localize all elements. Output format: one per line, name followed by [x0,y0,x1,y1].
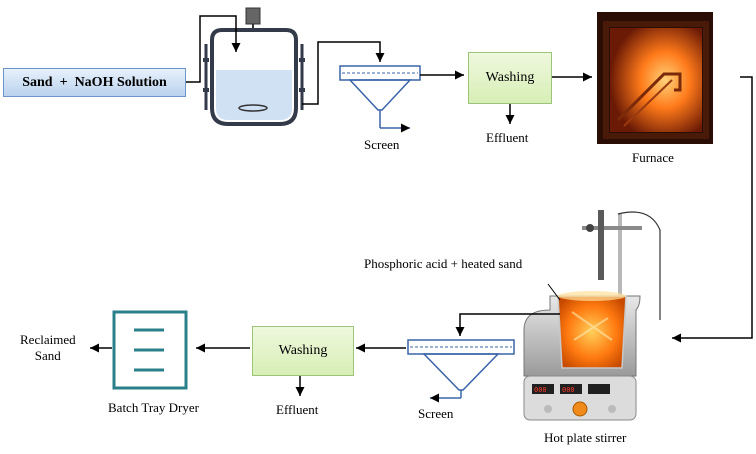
washing-top-label: Washing [485,70,535,85]
screen-top-icon [339,65,421,133]
hotplate-to-screen-arrow [455,313,560,336]
screen-top-label: Screen [364,137,400,152]
feed-to-reactor-arrow [186,15,241,83]
feed-box: Sand + NaOH Solution [3,68,186,97]
screen-bottom-icon [407,339,515,403]
batch-tray-dryer-icon [112,310,188,390]
furnace-label: Furnace [632,150,674,165]
reactor-to-screen-arrow [302,41,385,105]
svg-text:000: 000 [534,386,547,394]
washing-top-box: Washing [468,52,552,104]
furnace-image [597,12,713,144]
reclaimed-line2: Sand [34,348,61,363]
washing-bottom-box: Washing [252,326,354,376]
phosphoric-label: Phosphoric acid + heated sand [364,256,523,271]
hotplate-label: Hot plate stirrer [544,430,627,445]
dryer-label: Batch Tray Dryer [108,400,199,415]
reclaimed-sand-label: Reclaimed Sand [20,332,76,364]
svg-text:000: 000 [562,386,575,394]
effluent-top-label: Effluent [486,130,529,145]
hotplate-stirrer-image: 000 000 [523,210,661,421]
washing-bottom-label: Washing [278,343,328,358]
screen-bottom-label: Screen [418,406,454,421]
reactor-vessel [203,7,305,126]
furnace-to-hotplate-arrow [672,76,753,343]
reclaimed-line1: Reclaimed [20,332,76,347]
effluent-bottom-label: Effluent [276,402,319,417]
phosphoric-leader [547,283,561,301]
feed-label: Sand + NaOH Solution [22,74,167,90]
